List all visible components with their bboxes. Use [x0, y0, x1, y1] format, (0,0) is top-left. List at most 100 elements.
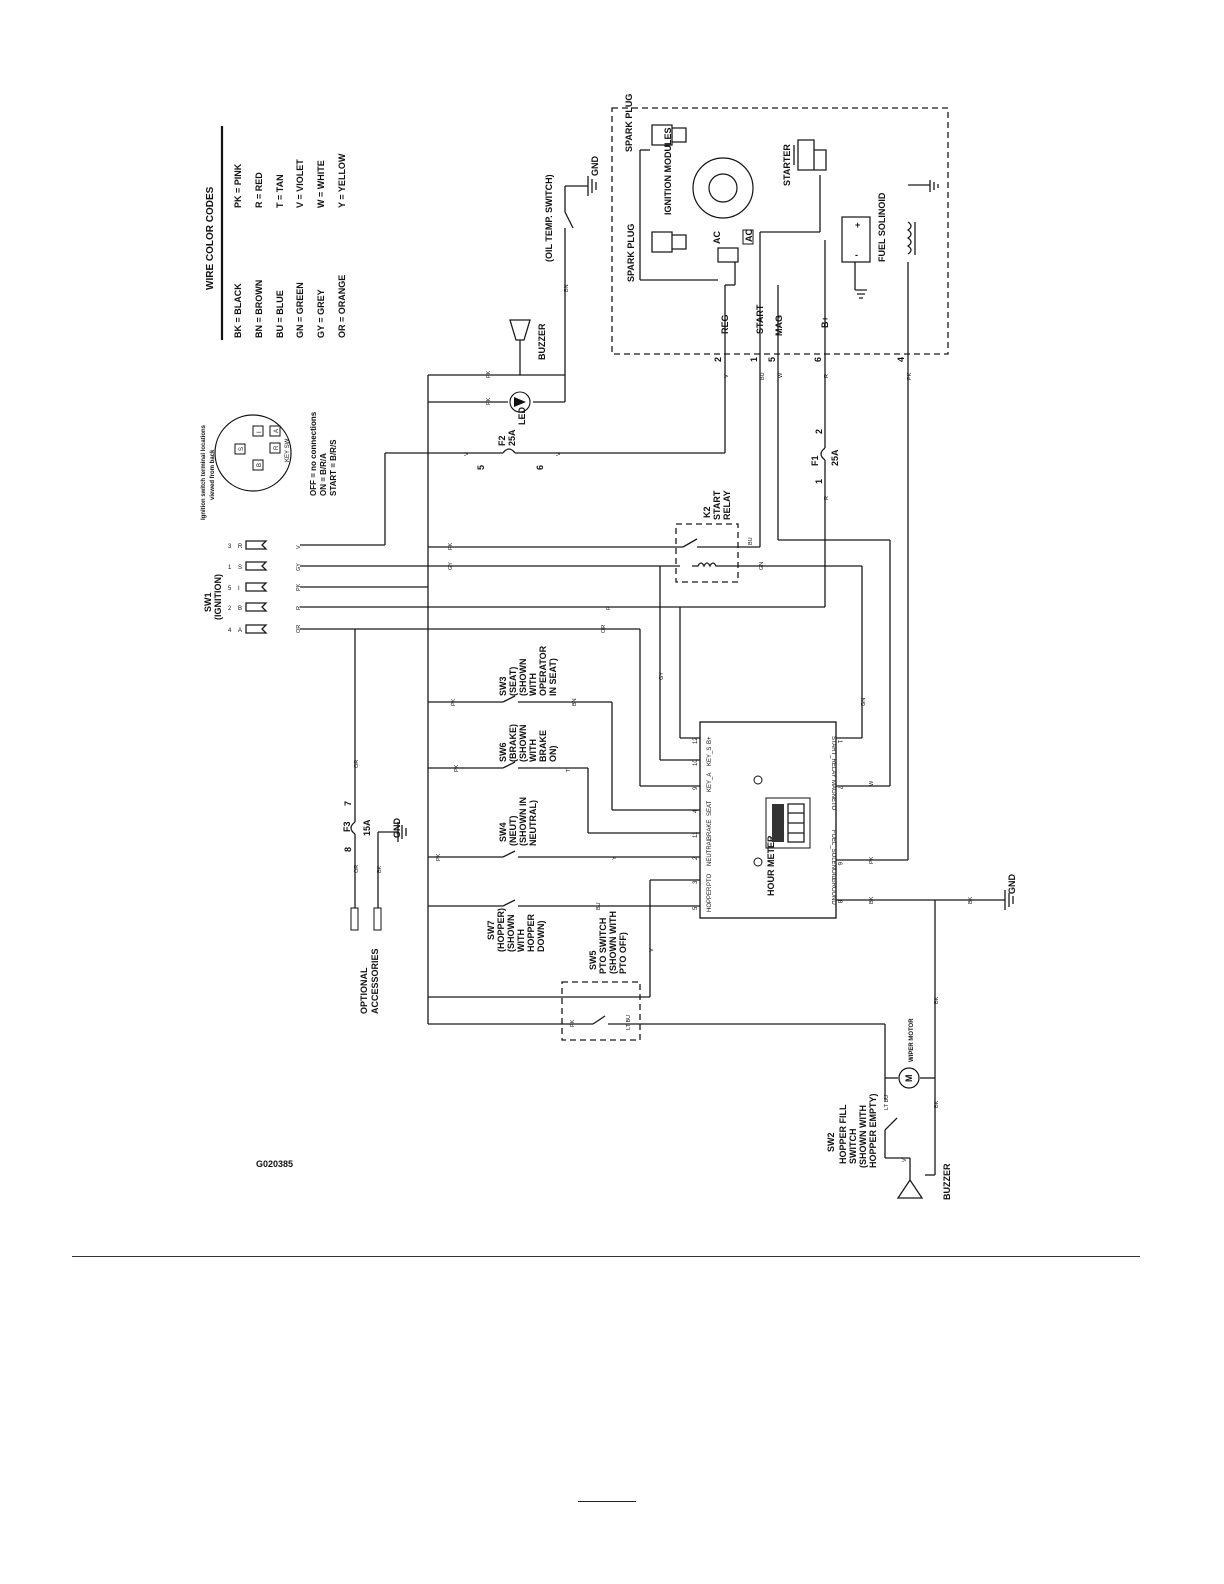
- terminal-wire: BU: [760, 372, 766, 380]
- k2-wire-gy: GY: [448, 562, 454, 570]
- k2-line2: START: [712, 490, 722, 520]
- engine-terminal-bplus: B+ 6 R: [813, 316, 830, 378]
- hm-pin-label: START_RELAY: [830, 736, 836, 778]
- f3-pin-a: 8: [343, 847, 353, 852]
- sw3-wire-bn: BN: [572, 698, 578, 706]
- hm-wire-gy: GY: [659, 672, 665, 680]
- fuel-solenoid-coil-icon: [906, 221, 912, 255]
- sw6-brake: SW6 (BRAKE) (SHOWN WITH BRAKE ON) PK T: [454, 724, 572, 772]
- f2-name: F2: [497, 435, 507, 446]
- hour-meter-display-icon: [765, 797, 811, 849]
- hm-pin-label: HOPPER: [707, 886, 713, 912]
- hm-pin-label: KEY_A: [707, 773, 713, 792]
- pin-wire: GY: [296, 563, 302, 571]
- key-switch-outline: [214, 414, 292, 492]
- fuse-f2: F2 25A 5 6 V V: [464, 429, 562, 470]
- k2-start-relay: K2 START RELAY PK GY BU GN R OR: [448, 490, 765, 633]
- spark-plug-bottom-label: SPARK PLUG: [626, 224, 636, 282]
- terminal-num: 4: [896, 357, 906, 362]
- oil-switch-contact-icon: [564, 211, 574, 229]
- k2-contact-icon: [682, 538, 715, 548]
- hm-pin-num: 9: [693, 786, 699, 790]
- sw5-enclosure: [561, 981, 641, 1041]
- pin-wire: PK: [296, 583, 302, 591]
- sw6-line: WITH: [528, 739, 538, 762]
- hm-pin-label: BRAKE: [707, 820, 713, 840]
- sw6-wire-t: T: [566, 768, 572, 772]
- oil-gnd-label: GND: [590, 156, 600, 177]
- f3-gnd-label: GND: [392, 818, 402, 839]
- pin-letter: I: [238, 586, 240, 592]
- color-code-w: W = WHITE: [316, 160, 326, 208]
- sw7-hopper: SW7 (HOPPER) (SHOWN WITH HOPPER DOWN) BU: [486, 899, 602, 952]
- hour-meter-led-icon: [753, 775, 763, 785]
- hm-pin-num: 8: [836, 900, 842, 904]
- sw3-contact-icon: [502, 695, 516, 703]
- oil-temp-switch-label: (OIL TEMP. SWITCH): [544, 174, 554, 262]
- gnd-wire-bk: BK: [968, 896, 974, 904]
- ignition-legend-title: Ignition switch terminal locations: [201, 424, 207, 520]
- sw5-wire-ltbu: LT BU: [626, 1015, 632, 1030]
- sw2-wire-v: V: [902, 1158, 908, 1162]
- sw6-line: (BRAKE): [508, 724, 518, 762]
- terminal-name: START: [755, 304, 765, 334]
- f3-wire-or: OR: [354, 760, 360, 768]
- accessory-connector-2-icon: [373, 907, 382, 931]
- state-on: ON = B/R/A: [319, 453, 328, 496]
- battery-ground-icon: [855, 289, 867, 299]
- sw3-line: IN SEAT): [548, 658, 558, 696]
- color-code-bu: BU = BLUE: [275, 290, 285, 338]
- state-off: OFF = no connections: [309, 411, 318, 496]
- terminal-wire: W: [778, 372, 784, 378]
- led-label: LED: [517, 406, 527, 425]
- pin-num: 1: [228, 565, 232, 571]
- terminal-r: R: [274, 445, 280, 450]
- starter-label: STARTER: [782, 144, 792, 186]
- pin-letter: B: [238, 606, 242, 612]
- hour-meter-title: HOUR METER: [766, 835, 776, 896]
- sw1-name: SW1: [203, 592, 213, 612]
- sw3-line: WITH: [528, 673, 538, 696]
- led-icon: [509, 391, 531, 413]
- buzzer-wire-bk: BK: [934, 1100, 940, 1108]
- color-code-gy: GY = GREY: [316, 289, 326, 338]
- wiper-wire-bk: BK: [934, 996, 940, 1004]
- engine-terminal-reg: REG 2 V: [713, 314, 730, 378]
- sw1-pin-3: 3 R V: [228, 540, 302, 550]
- page-number-rule: [578, 1501, 636, 1502]
- wire-color-codes-title: WIRE COLOR CODES: [205, 186, 216, 290]
- sw1-pin-5: 5 I PK: [228, 582, 302, 592]
- engine-terminal-mag: MAG 5 W: [767, 315, 784, 378]
- sw6-contact-icon: [502, 761, 516, 769]
- sw7-contact-icon: [502, 899, 516, 907]
- terminal-a: A: [274, 429, 280, 433]
- sw4-line: (SHOWN IN: [518, 797, 528, 846]
- k2-wire-r: R: [606, 606, 612, 610]
- hm-pin-label: B+: [707, 736, 713, 744]
- terminal-name: MAG: [774, 315, 784, 336]
- led-wire-pk: PK: [486, 397, 492, 405]
- sw2-hopper-fill: SW2 HOPPER FILL SWITCH (SHOWN WITH HOPPE…: [826, 1093, 908, 1168]
- sw3-seat: SW3 (SEAT) (SHOWN WITH OPERATOR IN SEAT)…: [451, 645, 578, 706]
- wiper-motor-label: WIPER MOTOR: [909, 1018, 915, 1062]
- sw7-line: WITH: [516, 929, 526, 952]
- sw3-wire-pk: PK: [451, 698, 457, 706]
- fuse-f1: F1 25A 1 2 R: [810, 429, 840, 500]
- sw3-line: (SHOWN: [518, 659, 528, 697]
- optional-accessories-line1: OPTIONAL: [359, 967, 369, 1014]
- wires: [300, 149, 1005, 1180]
- main-ground: GND: [1004, 874, 1017, 910]
- sw4-neutral: SW4 (NEUT) (SHOWN IN NEUTRAL) PK Y: [436, 797, 618, 861]
- color-code-or: OR = ORANGE: [337, 275, 347, 338]
- oil-temp-switch: (OIL TEMP. SWITCH) GND BN: [544, 156, 600, 293]
- f1-wire-r: R: [824, 496, 830, 500]
- led: LED PK: [486, 391, 531, 425]
- hm-pin-num: 11: [693, 831, 699, 838]
- hm-pin-num: 4: [693, 809, 699, 813]
- ignition-modules-label: IGNITION MODULES: [663, 128, 673, 216]
- sw7-wire-bu: BU: [596, 902, 602, 910]
- sw7-line: SW7: [486, 920, 496, 940]
- oil-wire-bn: BN: [564, 284, 570, 292]
- pin-letter: S: [238, 565, 242, 571]
